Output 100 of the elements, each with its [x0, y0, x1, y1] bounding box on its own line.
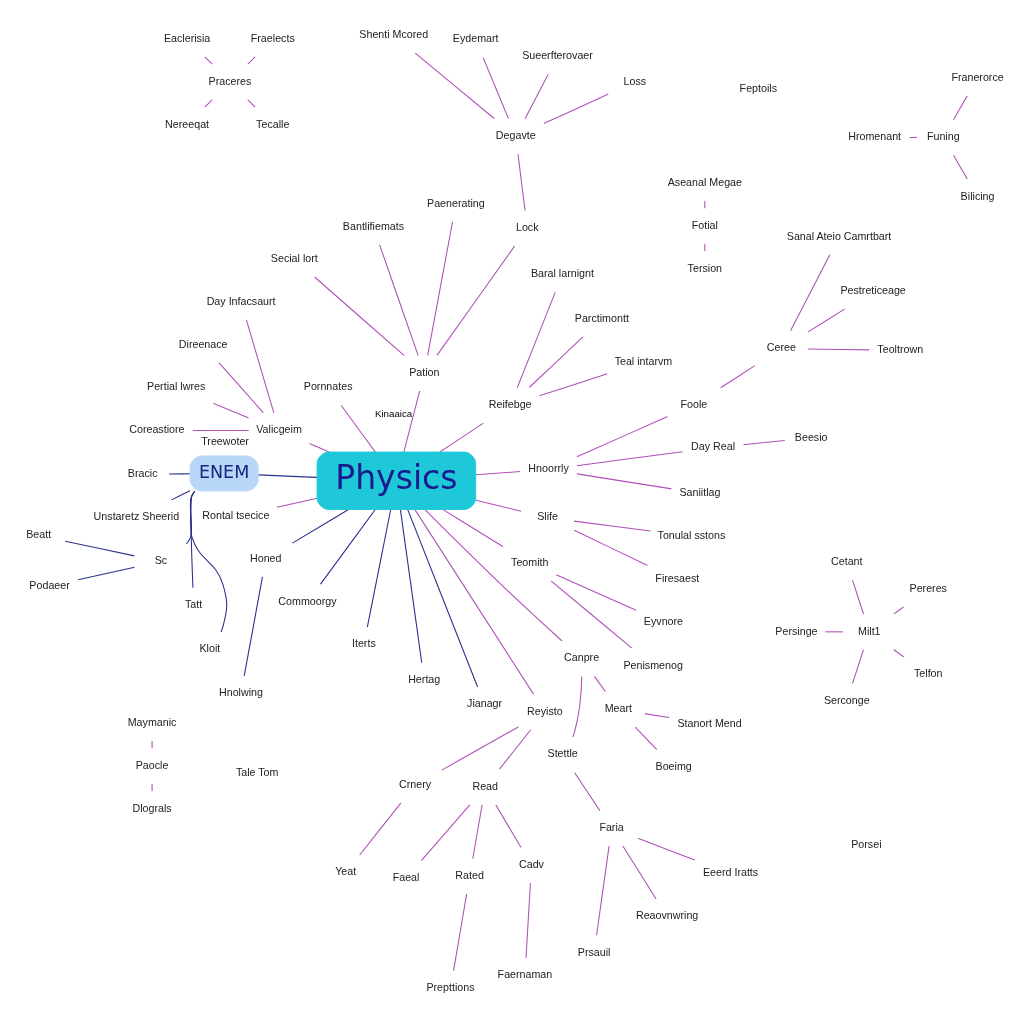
node-text: Meart	[604, 702, 633, 715]
node-text: Stettle	[547, 747, 578, 760]
node-text: Penismenog	[623, 658, 683, 671]
node-text: Bracic	[127, 466, 158, 479]
node-text: Read	[472, 779, 499, 792]
node-label: Treewoter	[201, 434, 249, 447]
node-text: Direenace	[178, 337, 228, 350]
connector	[555, 574, 637, 611]
node-text: Faeal	[392, 870, 420, 883]
node-text: Kloit	[199, 642, 221, 655]
node-box: ENEM	[189, 455, 259, 492]
connector	[151, 740, 153, 749]
node-text: Eeerd Iratts	[702, 866, 759, 879]
connector	[77, 566, 136, 581]
node-text: Pornnates	[303, 380, 353, 393]
connector	[622, 845, 657, 900]
connector	[168, 473, 191, 475]
node-text: Lock	[515, 220, 539, 233]
connector	[593, 675, 606, 693]
node-text: Day Real	[691, 440, 736, 453]
node-text: Fraelects	[250, 31, 295, 44]
node-text: Bilicing	[960, 189, 995, 202]
node-text: Degavte	[495, 129, 536, 142]
node-text: Paocle	[135, 758, 169, 771]
node-text: Day Infacsaurt	[206, 294, 276, 307]
connector	[314, 276, 405, 357]
node-text: Crnery	[398, 777, 432, 790]
connector	[424, 509, 563, 642]
node-box: Physics	[316, 451, 477, 510]
node-text: Hertag	[408, 673, 441, 686]
node-text: Bantlifiemats	[342, 219, 405, 232]
connector	[243, 576, 264, 677]
node-text: Prsauil	[577, 945, 611, 958]
node-text: Sc	[154, 554, 168, 567]
connector	[442, 509, 504, 548]
node-text: Faernaman	[497, 968, 553, 981]
node-text: Shenti Mcored	[359, 28, 429, 41]
connector	[407, 509, 479, 688]
connector	[414, 509, 535, 695]
node-text: Maymanic	[127, 716, 177, 729]
connector	[340, 404, 376, 453]
label: Feptoils	[739, 81, 778, 94]
node-text: Saniitlag	[679, 486, 721, 499]
connector	[790, 254, 831, 332]
connector	[634, 726, 658, 751]
connector	[472, 804, 483, 860]
connector	[644, 713, 670, 719]
node-text: Loss	[623, 74, 647, 87]
node-text: Reaovnwring	[635, 909, 699, 922]
connector	[573, 772, 601, 812]
connector	[824, 631, 844, 633]
node-text: Reyisto	[527, 704, 563, 717]
node-text: Tatt	[185, 598, 203, 611]
connector	[436, 245, 516, 356]
connector	[453, 893, 468, 972]
node-text: Tecalle	[256, 117, 290, 130]
connector	[516, 291, 556, 389]
connector	[64, 540, 135, 557]
connector	[720, 365, 756, 389]
connector	[517, 153, 526, 212]
node-text: Pertial lwres	[147, 380, 206, 393]
connector	[475, 471, 521, 476]
connector	[637, 837, 696, 861]
node-text: Eaclerisia	[163, 31, 211, 44]
connector	[192, 430, 250, 432]
node-text: Cadv	[519, 857, 544, 870]
node-text: Slife	[537, 510, 559, 523]
connector	[807, 348, 870, 351]
connector	[893, 606, 905, 615]
node-text: Tonulal sstons	[657, 529, 726, 542]
node-text: Reifebge	[488, 398, 532, 411]
connector	[291, 508, 349, 544]
node-text: Secial lort	[270, 251, 318, 264]
node-text: Tersion	[687, 261, 723, 274]
connector	[525, 882, 531, 959]
connector	[308, 443, 330, 453]
node-text: Pation	[409, 365, 440, 378]
connector	[524, 73, 549, 120]
node-text: Rated	[455, 869, 484, 882]
connector	[475, 499, 522, 512]
edge-label: Kinaaica	[374, 408, 413, 420]
connector	[572, 675, 583, 738]
node-text: Eydemart	[452, 32, 499, 45]
connector	[427, 220, 454, 356]
node-text: Jianagr	[467, 697, 503, 710]
connector	[742, 440, 786, 446]
node-text: Beesio	[794, 430, 828, 443]
connector	[245, 319, 275, 414]
label: Tale Tom	[235, 765, 279, 778]
node-text: Sanal Ateio Camrtbart	[786, 229, 892, 242]
connector	[441, 726, 520, 771]
node-text: Teal intarvm	[614, 354, 673, 367]
node-text: Milt1	[858, 624, 881, 637]
connector	[576, 473, 673, 490]
node-text: Pestreticeage	[840, 284, 906, 297]
connector	[482, 56, 509, 120]
connector	[528, 336, 584, 389]
node-text: Pereres	[909, 581, 947, 594]
connector	[403, 390, 421, 453]
node-text: Teomith	[511, 555, 549, 568]
